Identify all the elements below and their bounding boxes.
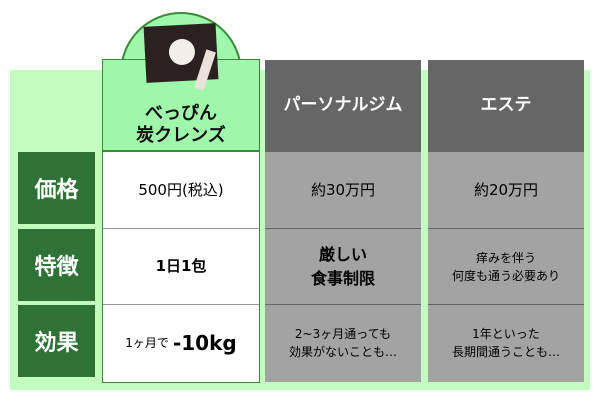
product-name-line2: 炭クレンズ (136, 125, 226, 146)
product-effect: 1ヶ月で-10kg (103, 304, 259, 380)
gym-price: 約30万円 (310, 181, 376, 200)
effect-prefix: 1ヶ月で (125, 335, 169, 350)
gym-feature-line2: 食事制限 (310, 268, 375, 288)
gym-feature-line1: 厳しい (318, 244, 367, 264)
esthe-header: エステ (428, 60, 584, 152)
product-feature: 1日1包 (103, 228, 259, 304)
esthe-feature-line1: 痒みを伴う (475, 250, 536, 265)
esthe-price: 約20万円 (473, 181, 539, 200)
product-header: べっぴん炭クレンズ (103, 60, 259, 152)
effect-value: -10kg (172, 330, 237, 355)
row-label-feature: 特徴 (18, 229, 95, 301)
esthe-effect: 1年といった長期間通うことも… (428, 304, 584, 380)
esthe-effect-line1: 1年といった (472, 326, 540, 341)
gym-effect: 2~3ヶ月通っても効果がないことも… (265, 304, 421, 380)
esthe-feature: 痒みを伴う何度も通う必要あり (428, 228, 584, 304)
esthe-effect-line2: 長期間通うことも… (451, 344, 560, 359)
product-column: べっぴん炭クレンズ 500円(税込) 1日1包 1ヶ月で-10kg (103, 60, 259, 382)
product-name-line1: べっぴん (144, 102, 217, 124)
esthe-column: エステ 約20万円 痒みを伴う何度も通う必要あり 1年といった長期間通うことも… (428, 60, 584, 382)
gym-feature: 厳しい食事制限 (265, 228, 421, 304)
personal-gym-column: パーソナルジム 約30万円 厳しい食事制限 2~3ヶ月通っても効果がないことも… (265, 60, 421, 382)
row-label-effect: 効果 (18, 305, 95, 377)
gym-effect-line1: 2~3ヶ月通っても (294, 326, 392, 341)
product-price: 500円(税込) (138, 181, 224, 200)
row-label-price: 価格 (18, 152, 95, 224)
gym-effect-line2: 効果がないことも… (288, 344, 397, 359)
esthe-feature-line2: 何度も通う必要あり (451, 268, 560, 283)
gym-header: パーソナルジム (265, 60, 421, 152)
